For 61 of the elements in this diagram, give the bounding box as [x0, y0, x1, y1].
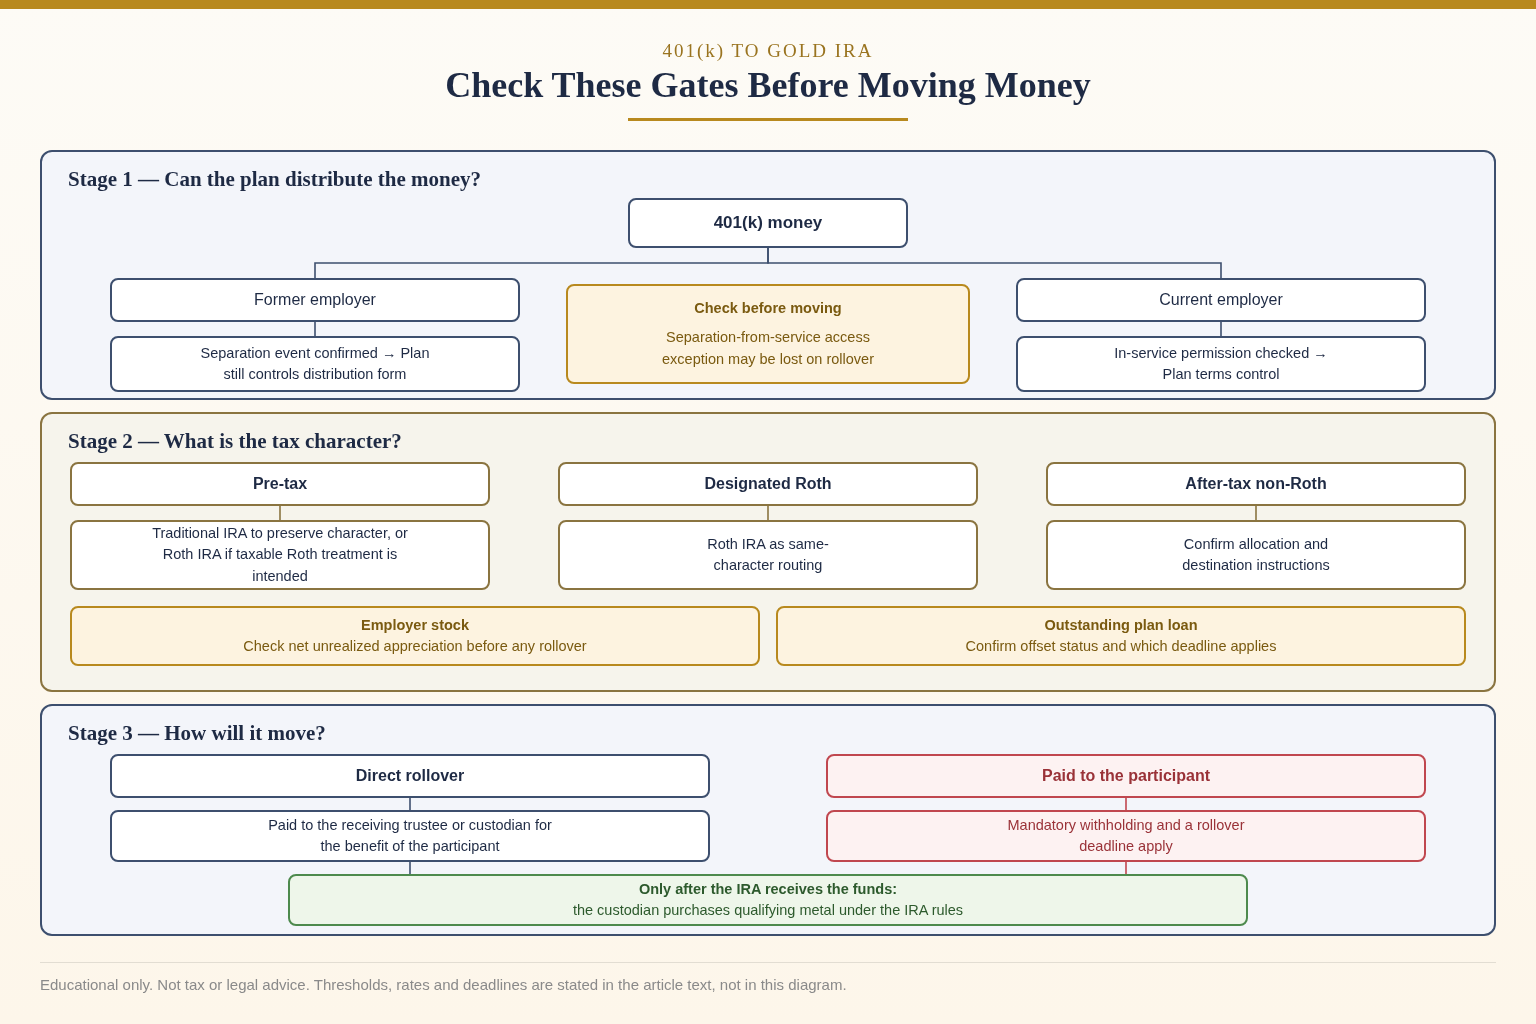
stage-heading: Stage 1 — Can the plan distribute the money? — [68, 166, 482, 193]
box-text: the custodian purchases qualifying metal under the IRA rules — [572, 901, 964, 920]
step-box — [110, 336, 520, 392]
kicker-text: 401(k) TO GOLD IRA — [661, 40, 875, 62]
box-text: Confirm offset status and which deadline applies — [965, 637, 1277, 656]
step-box — [1046, 520, 1466, 590]
note-box — [70, 606, 760, 666]
step-box — [558, 520, 978, 590]
box-text: Pre-tax — [252, 474, 308, 495]
connector-line — [1125, 797, 1127, 811]
box-text: Separation event confirmed → Plan still controls distribution form — [199, 344, 431, 384]
box-heading: Outstanding plan loan — [1044, 616, 1198, 635]
box-text: Check net unrealized appreciation before any rollover — [243, 637, 587, 656]
box-text: Traditional IRA to preserve character, or Roth IRA if taxable Roth treatment is intended — [151, 524, 409, 586]
box-text: Paid to the receiving trustee or custodian for the benefit of the participant — [267, 816, 553, 856]
warning-box — [826, 810, 1426, 862]
stage-panel — [40, 704, 1496, 936]
connector-line — [1220, 321, 1222, 337]
step-box — [110, 278, 520, 322]
connector-line — [314, 321, 316, 337]
box-text: Direct rollover — [355, 766, 465, 787]
box-text: In-service permission checked → Plan terms control — [1113, 344, 1329, 384]
step-box — [628, 198, 908, 248]
title: Check These Gates Before Moving Money — [444, 64, 1092, 106]
connector-line — [1255, 505, 1257, 521]
box-heading: Check before moving — [694, 299, 842, 319]
step-box — [1046, 462, 1466, 506]
step-box — [1016, 336, 1426, 392]
disclaimer-note: Educational only. Not tax or legal advice. Thresholds, rates and deadlines are stated in the article text, not in this diagram. — [40, 976, 847, 993]
connector-line — [767, 247, 1222, 279]
step-box — [110, 810, 710, 862]
step-box — [110, 754, 710, 798]
step-box — [558, 462, 978, 506]
result-box — [288, 874, 1248, 926]
box-text: After-tax non-Roth — [1185, 474, 1327, 495]
connector-line — [1125, 861, 1127, 875]
connector-line — [409, 797, 411, 811]
warning-box — [826, 754, 1426, 798]
step-box — [70, 520, 490, 590]
box-text: Mandatory withholding and a rollover deadline apply — [1006, 816, 1246, 856]
connector-line — [279, 505, 281, 521]
box-text: Roth IRA as same-character routing — [706, 535, 830, 575]
stage-panel — [40, 150, 1496, 400]
connector-line — [409, 861, 411, 875]
box-heading: Only after the IRA receives the funds: — [638, 880, 898, 899]
box-text: Former employer — [254, 290, 376, 311]
stage-panel — [40, 412, 1496, 692]
note-box — [566, 284, 970, 384]
box-text: Confirm allocation and destination instructions — [1181, 535, 1331, 575]
step-box — [1016, 278, 1426, 322]
box-text: Paid to the participant — [1042, 766, 1210, 787]
note-box — [776, 606, 1466, 666]
box-text: Designated Roth — [704, 474, 832, 495]
box-text: 401(k) money — [713, 211, 823, 234]
step-box — [70, 462, 490, 506]
stage-heading: Stage 2 — What is the tax character? — [68, 428, 402, 455]
box-text: Separation-from-service access exception may be lost on rollover — [661, 328, 875, 369]
stage-heading: Stage 3 — How will it move? — [68, 720, 326, 747]
box-heading: Employer stock — [361, 616, 469, 635]
box-text: Current employer — [1159, 290, 1283, 311]
connector-line — [767, 505, 769, 521]
